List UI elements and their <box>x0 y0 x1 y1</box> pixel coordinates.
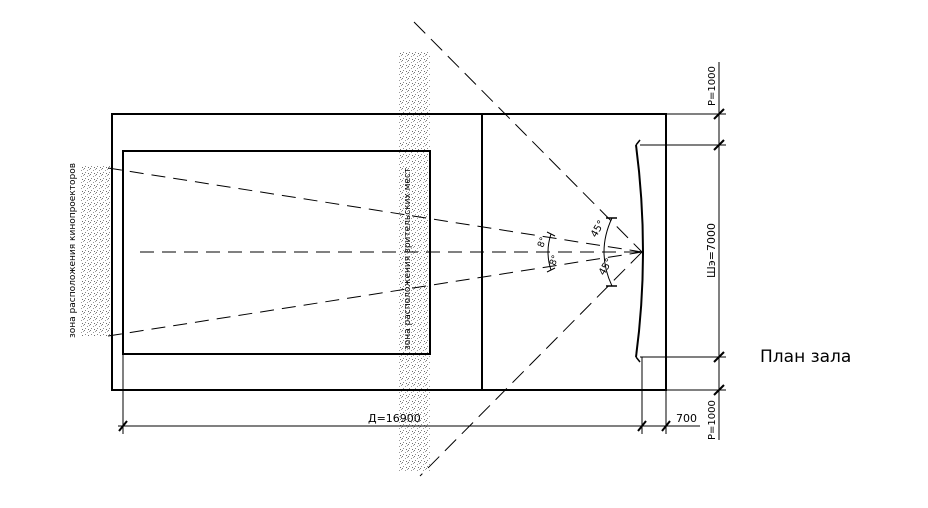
angle-label-45-top: 45° <box>589 219 607 240</box>
angle-tick-8-bottom <box>546 267 556 273</box>
hall-outline <box>111 113 667 391</box>
screen-edge-top <box>635 139 641 146</box>
screen-edge-bottom <box>635 356 641 363</box>
dim-tick-1 <box>118 420 128 432</box>
projector-zone-label: зона расположения кинопроекторов <box>68 163 78 338</box>
screen-width-label: Шэ=7000 <box>705 223 718 278</box>
top-margin-label: Р=1000 <box>707 66 718 106</box>
drawing-title: План зала <box>760 347 851 367</box>
angle-label-8-top: 8° <box>536 236 549 249</box>
vdim-tick-4 <box>713 384 725 396</box>
projection-beam-top <box>107 167 643 253</box>
angle-label-45-bottom: 45° <box>597 257 615 278</box>
angle-tick-8-top <box>546 231 556 237</box>
seating-zone-label: зона расположения зрительских мест <box>403 168 413 350</box>
hall-length-label: Д=16900 <box>368 412 421 425</box>
bottom-margin-label: Р=1000 <box>707 400 718 440</box>
vdim-tick-3 <box>713 351 725 363</box>
vdim-tick-1 <box>713 108 725 120</box>
view-line-45-bottom <box>419 251 643 477</box>
angle-label-8-bottom: 8° <box>548 254 561 267</box>
projection-beam-bottom <box>107 251 643 337</box>
view-line-45-top <box>413 21 643 253</box>
dim-tick-3 <box>661 420 671 432</box>
vdim-tick-2 <box>713 139 725 151</box>
angle-arc-8 <box>547 233 552 271</box>
dim-tick-2 <box>637 420 647 432</box>
screen <box>635 144 644 358</box>
seating-zone-hatch <box>398 52 430 472</box>
projector-zone-hatch <box>80 166 112 336</box>
angle-arc-45 <box>603 217 613 287</box>
screen-offset-label: 700 <box>676 412 697 425</box>
